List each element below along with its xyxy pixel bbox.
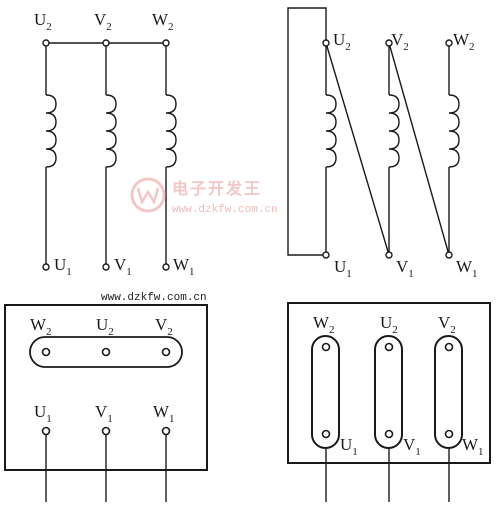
watermark-url: www.dzkfw.com.cn (172, 204, 278, 216)
delta-coil-u-winding (325, 94, 337, 168)
label-v2-delta: V2 (391, 30, 409, 53)
label-v2-star: V2 (94, 10, 112, 33)
label-u2-star: U2 (34, 10, 52, 33)
delta-diagonal-u2-v1 (325, 42, 390, 256)
coil-v-winding (105, 94, 117, 168)
label-u2-star-box: U2 (96, 315, 114, 338)
label-v1-delta: V1 (396, 257, 414, 280)
delta-diagonal-v2-w1 (388, 42, 450, 256)
label-v1-star: V1 (114, 255, 132, 278)
site-url-text: www.dzkfw.com.cn (101, 292, 207, 304)
watermark: 电子开发王 www.dzkfw.com.cn (130, 177, 278, 216)
delta-coil-w-winding (448, 94, 460, 168)
label-w1-delta-box: W1 (462, 435, 484, 458)
coil-u-winding (45, 94, 57, 168)
label-v1-delta-box: V1 (403, 435, 421, 458)
label-v2-star-box: V2 (155, 315, 173, 338)
star-terminal-box (4, 304, 208, 502)
label-w2-delta-box: W2 (313, 313, 335, 336)
label-u2-delta-box: U2 (380, 313, 398, 336)
label-w2-star-box: W2 (30, 315, 52, 338)
label-u1-delta: U1 (334, 257, 352, 280)
label-w1-star: W1 (173, 255, 195, 278)
label-w1-star-box: W1 (153, 402, 175, 425)
label-v2-delta-box: V2 (438, 313, 456, 336)
delta-coil-v-winding (388, 94, 400, 168)
delta-terminal-box (287, 302, 491, 502)
label-w1-delta: W1 (456, 257, 478, 280)
watermark-chinese: 电子开发王 (172, 179, 262, 198)
star-connection-schematic (42, 39, 177, 271)
label-w2-delta: W2 (453, 30, 475, 53)
label-v1-star-box: V1 (95, 402, 113, 425)
label-u1-delta-box: U1 (340, 435, 358, 458)
star-shorting-link (29, 336, 183, 368)
label-u1-star-box: U1 (34, 402, 52, 425)
star-terminal-dots (42, 39, 170, 271)
watermark-logo-icon (130, 177, 166, 213)
label-u2-delta: U2 (333, 30, 351, 53)
delta-connection-schematic (287, 7, 460, 259)
coil-w-winding (165, 94, 177, 168)
delta-terminal-dots (322, 39, 453, 259)
label-w2-star: W2 (152, 10, 174, 33)
delta-return-wire (287, 7, 327, 256)
label-u1-star: U1 (54, 255, 72, 278)
